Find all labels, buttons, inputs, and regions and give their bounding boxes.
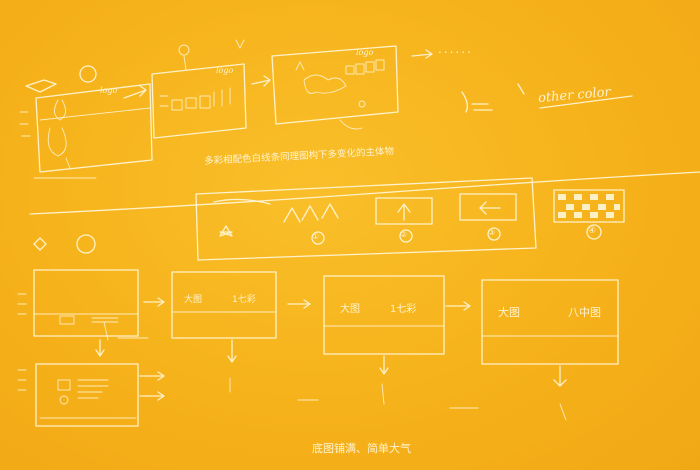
step-1: ①	[312, 232, 320, 241]
frame3-mid-image: 八中图	[568, 306, 601, 319]
progression-frames	[143, 271, 619, 421]
wireframe-bottom-left	[17, 234, 165, 427]
wireframe-top-2	[151, 39, 247, 139]
step-3: ③	[488, 228, 496, 237]
frame2-big-image: 大图	[340, 304, 360, 315]
logo-label-1: logo	[100, 86, 118, 95]
frame3-big-image: 大图	[498, 306, 520, 319]
step-4: ④	[588, 226, 597, 236]
divider-line	[29, 171, 700, 215]
ellipsis-dots: ......	[438, 42, 473, 56]
wireframe-top-3	[271, 45, 399, 130]
arrow-2	[251, 75, 271, 87]
frame2-small-text: 1七彩	[390, 304, 417, 315]
logo-label-3: logo	[356, 48, 374, 57]
icon-strip-box	[195, 177, 625, 261]
wireframe-top-1	[19, 65, 153, 179]
frame1-small-text: 1七彩	[232, 295, 256, 305]
other-color-underline	[539, 95, 633, 109]
arrow-3	[411, 49, 433, 59]
arrow-1	[123, 85, 147, 99]
logo-label-2: logo	[216, 66, 234, 75]
other-color-mark	[461, 91, 493, 113]
step-2: ②	[400, 230, 408, 239]
bottom-caption: 底图铺满、简单大气	[312, 442, 411, 455]
frame1-big-image: 大图	[184, 295, 203, 305]
